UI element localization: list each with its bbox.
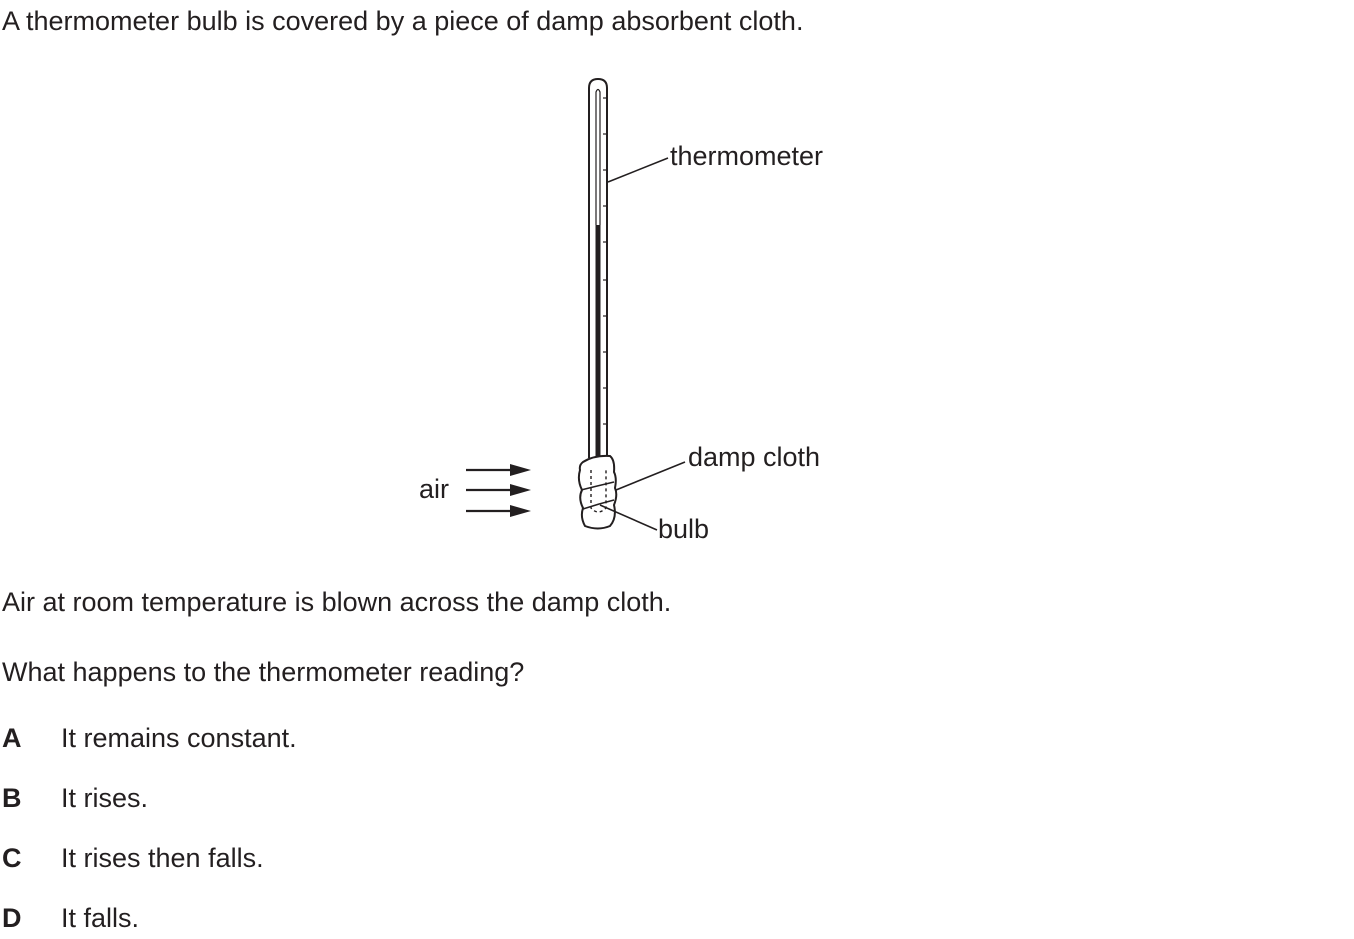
air-arrows-icon	[466, 464, 531, 517]
question-text: What happens to the thermometer reading?	[2, 657, 525, 687]
option-letter: B	[2, 783, 22, 813]
option-text: It remains constant.	[61, 723, 297, 753]
damp-cloth-leader-line	[615, 461, 686, 491]
air-label: air	[419, 474, 449, 504]
option-letter: C	[2, 843, 22, 873]
thermometer-label: thermometer	[670, 141, 823, 171]
option-a[interactable]: A It remains constant.	[2, 722, 297, 754]
thermometer-leader-line	[607, 157, 669, 183]
option-c[interactable]: C It rises then falls.	[2, 842, 264, 874]
bulb-label: bulb	[658, 514, 709, 544]
option-d[interactable]: D It falls.	[2, 902, 139, 934]
thermometer-icon	[588, 77, 608, 459]
statement-text: Air at room temperature is blown across …	[2, 587, 672, 617]
option-text: It rises then falls.	[61, 843, 264, 873]
damp-cloth-icon	[577, 454, 618, 530]
option-letter: A	[2, 723, 22, 753]
bulb-leader-line	[599, 504, 658, 531]
option-text: It falls.	[61, 903, 140, 933]
damp-cloth-label: damp cloth	[688, 442, 820, 472]
thermometer-diagram: thermometer damp cloth bulb air	[419, 77, 823, 544]
option-text: It rises.	[61, 783, 149, 813]
option-b[interactable]: B It rises.	[2, 782, 148, 814]
intro-text: A thermometer bulb is covered by a piece…	[2, 6, 804, 36]
option-letter: D	[2, 903, 22, 933]
